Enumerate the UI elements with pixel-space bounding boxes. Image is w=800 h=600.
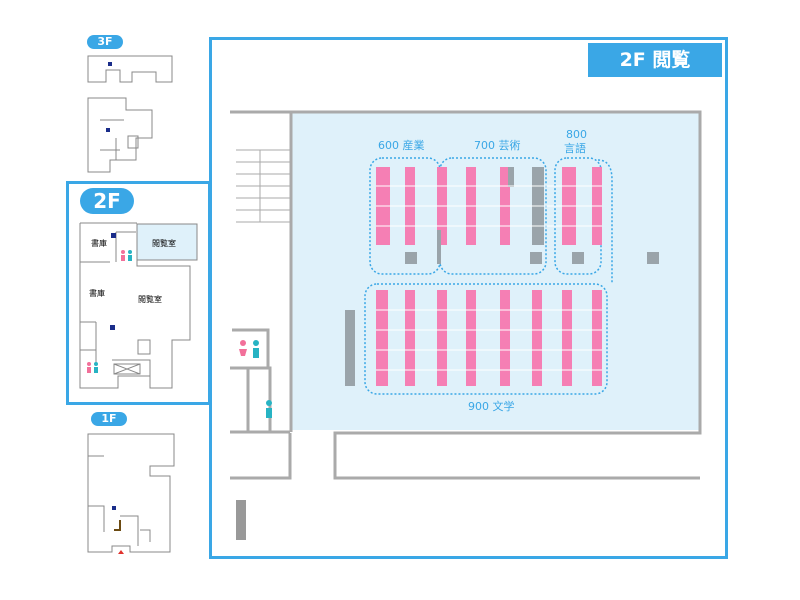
- section-800-number: 800: [566, 128, 587, 141]
- floor-1f-plan[interactable]: [87, 433, 175, 554]
- main-map-title: 2F 閲覧: [588, 43, 722, 77]
- room-reading-main: 閲覧室: [138, 294, 162, 304]
- shelves-900: [376, 290, 602, 386]
- restroom-female-icon: [239, 340, 247, 356]
- shelf-dividers: [376, 185, 602, 371]
- shelf-side-gray: [345, 310, 355, 386]
- section-600-label: 600 産業: [378, 139, 425, 152]
- floor-2f-plan[interactable]: 書庫 閲覧室 書庫 閲覧室: [79, 222, 198, 389]
- main-map-frame: [209, 37, 728, 559]
- floor-3f-label[interactable]: 3F: [87, 35, 123, 49]
- restroom-male-icon: [253, 340, 259, 358]
- room-stacks-mid: 書庫: [89, 288, 105, 298]
- floor-1f-label[interactable]: 1F: [91, 412, 127, 426]
- accessible-restroom-icon: [266, 400, 272, 418]
- walls: [230, 110, 702, 480]
- elevator-icon: [236, 500, 246, 540]
- room-stacks-top: 書庫: [91, 238, 107, 248]
- room-reading-top: 閲覧室: [152, 238, 176, 248]
- floor-2f-label[interactable]: 2F: [80, 188, 134, 214]
- floor-3f-plan[interactable]: [87, 55, 173, 173]
- section-outlines: [364, 157, 613, 395]
- stairs-icon: [236, 149, 290, 223]
- section-700-label: 700 芸術: [474, 139, 521, 152]
- section-800-name: 言語: [564, 141, 586, 155]
- reading-area: [291, 112, 699, 430]
- section-900-label: 900 文学: [468, 399, 515, 413]
